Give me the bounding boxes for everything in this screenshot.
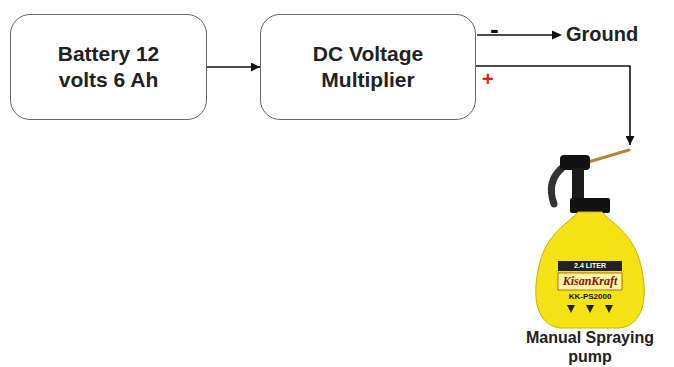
multiplier-box: DC Voltage Multiplier	[260, 14, 476, 120]
node-text: DC Voltage Multiplier	[298, 41, 438, 93]
bottle-brand-band	[558, 273, 622, 290]
bottle-model: KK-PS2000	[558, 292, 622, 302]
ground-wire	[477, 34, 553, 36]
bottle-label-band	[558, 261, 622, 271]
battery-box: Battery 12 volts 6 Ah	[10, 14, 207, 120]
ground-arrowhead	[552, 31, 562, 40]
bottle-brand: KisanKraft	[558, 274, 622, 288]
sprayer-body	[536, 212, 645, 328]
wire-connector	[207, 66, 260, 68]
sprayer-handle	[551, 168, 562, 204]
node-text: Manual Spraying pump	[520, 328, 660, 366]
wire-connector	[476, 66, 630, 145]
sprayer-head	[560, 155, 590, 170]
sprayer-bottle	[536, 150, 645, 328]
sprayer-nozzle	[585, 150, 629, 163]
ground-label: Ground	[566, 23, 666, 46]
polarity-sign: +	[482, 68, 498, 91]
sprayer-shaft	[572, 168, 584, 200]
bottle-mark	[586, 305, 594, 313]
bottle-mark	[605, 305, 613, 313]
polarity-sign: -	[490, 14, 504, 45]
node-text: Battery 12 volts 6 Ah	[39, 41, 179, 93]
sprayer-cap	[570, 198, 610, 213]
pump-node: Manual Spraying pump	[520, 145, 660, 367]
bottle-capacity: 2.4 LITER	[558, 262, 622, 270]
bottle-mark	[567, 305, 575, 313]
